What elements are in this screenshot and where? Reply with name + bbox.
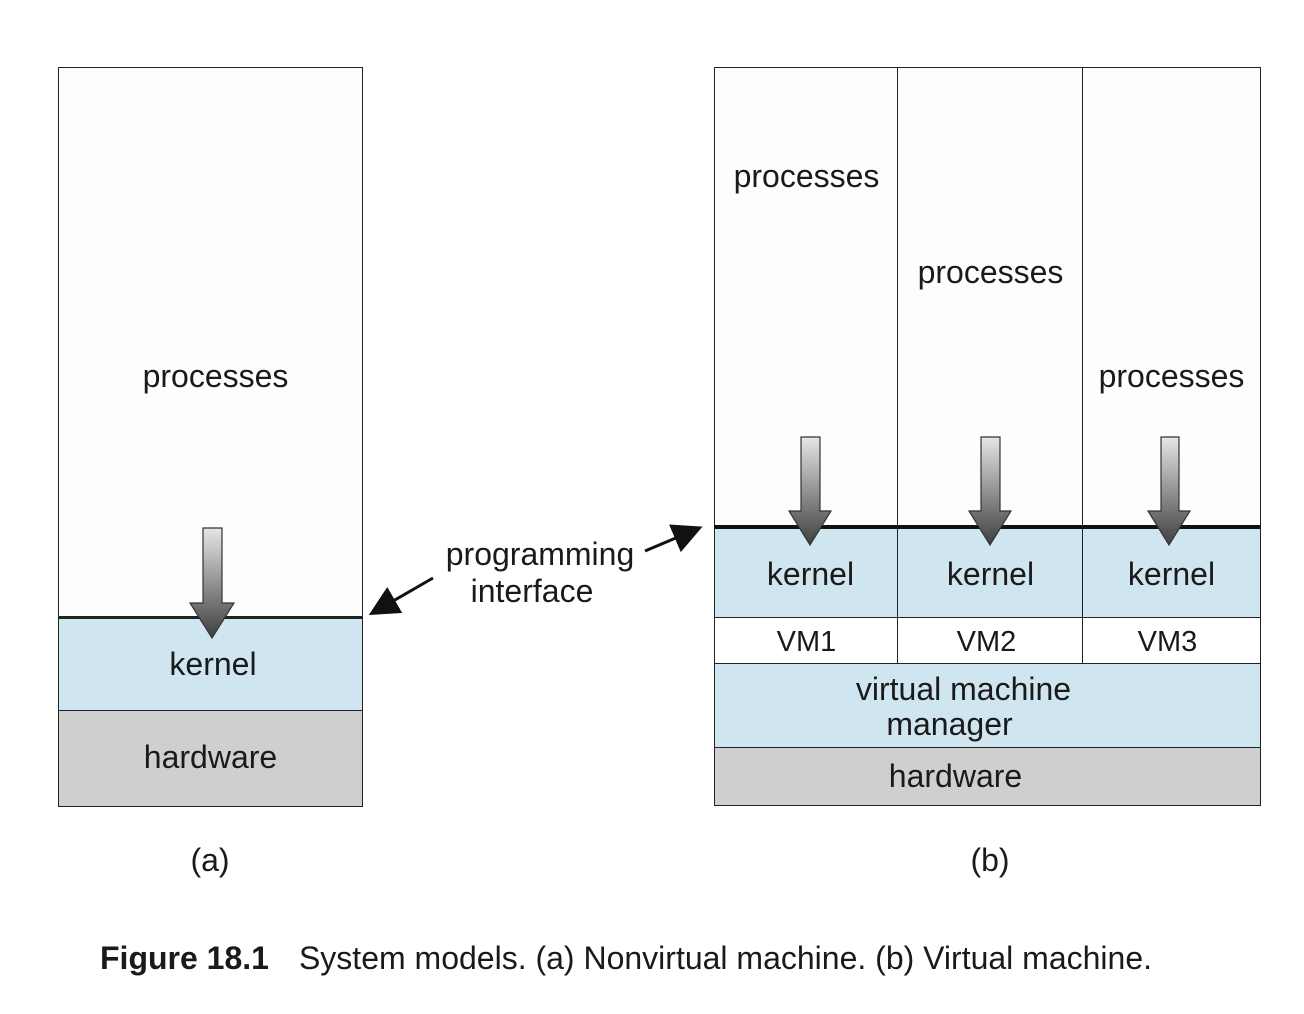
- b-vm-3: [1082, 617, 1261, 665]
- a-processes-region: [58, 67, 363, 618]
- b-vmm-layer: [714, 663, 1261, 749]
- b-vm-2: [897, 617, 1084, 665]
- b-vm-label-2: VM2: [956, 626, 1017, 658]
- a-syscall-arrow-icon: [188, 527, 236, 640]
- b-figure-label: (b): [970, 842, 1010, 878]
- figure-caption: Figure 18.1 System models. (a) Nonvirtual…: [100, 940, 1152, 977]
- figure-number: Figure 18.1: [100, 940, 269, 976]
- b-vm-1: [714, 617, 899, 665]
- b-hardware-layer: [714, 747, 1261, 806]
- b-processes-label-2: processes: [917, 254, 1064, 290]
- b-vmm-label-line2: manager: [886, 706, 1013, 742]
- b-syscall-arrow-icon-2: [967, 436, 1013, 547]
- b-kernel-label-3: kernel: [1127, 556, 1216, 592]
- interface-pointer-arrow-left-icon: [368, 576, 434, 615]
- a-hardware-label: hardware: [143, 739, 278, 775]
- programming-interface-label-line1: programming: [445, 536, 635, 572]
- b-vm-label-1: VM1: [776, 626, 837, 658]
- b-processes-label-3: processes: [1098, 358, 1245, 394]
- a-kernel-label: kernel: [169, 646, 257, 682]
- a-figure-label: (a): [190, 842, 230, 878]
- a-processes-label: processes: [142, 358, 289, 394]
- interface-pointer-arrow-right-icon: [644, 524, 703, 553]
- b-hardware-label: hardware: [888, 758, 1023, 794]
- programming-interface-label-line2: interface: [470, 573, 594, 609]
- a-hardware-layer: [58, 710, 363, 807]
- b-syscall-arrow-icon-3: [1146, 436, 1192, 547]
- b-vmm-label-line1: virtual machine: [855, 671, 1072, 707]
- b-kernel-label-2: kernel: [946, 556, 1035, 592]
- figure-caption-text: System models. (a) Nonvirtual machine. (…: [298, 940, 1153, 976]
- b-kernel-label-1: kernel: [766, 556, 855, 592]
- b-vm-label-3: VM3: [1137, 626, 1198, 658]
- b-syscall-arrow-icon-1: [787, 436, 833, 547]
- b-processes-label-1: processes: [733, 158, 880, 194]
